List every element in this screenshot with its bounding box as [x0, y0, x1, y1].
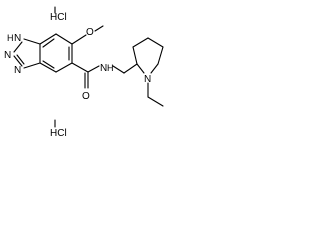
bond	[39, 62, 57, 73]
bond	[157, 46, 164, 65]
bond	[147, 96, 164, 107]
bond	[71, 62, 89, 73]
bond-double	[42, 38, 55, 48]
bond	[13, 55, 23, 67]
salt-label-bottom: HCl	[50, 128, 67, 139]
atom-h-on-n: H	[7, 33, 14, 43]
atom-n-ring: N	[144, 74, 151, 85]
bond	[23, 38, 41, 45]
bond	[13, 41, 23, 53]
bond	[147, 37, 164, 48]
salt-label-top: HCl	[50, 12, 67, 23]
atom-o-carbonyl: O	[82, 91, 90, 102]
atom-n-amide: N	[100, 63, 107, 74]
bond-lines	[13, 6, 164, 128]
atom-o-methoxy: O	[86, 27, 94, 38]
bond	[16, 54, 25, 65]
bond	[39, 33, 57, 45]
molecule-diagram: HCl HCl H N N N O O N H N	[4, 6, 164, 139]
atom-n-lower: N	[14, 65, 21, 76]
bond	[23, 62, 41, 69]
bond	[132, 46, 138, 65]
bond-double	[42, 60, 55, 69]
bond	[87, 65, 100, 73]
atom-h-amide: H	[107, 63, 114, 73]
bond	[136, 63, 145, 74]
bond	[112, 65, 125, 74]
atom-n-mid: N	[4, 50, 11, 61]
bond	[71, 34, 87, 45]
bond	[123, 63, 138, 74]
bond	[132, 37, 149, 48]
atom-n-h: N	[14, 33, 21, 44]
bond	[55, 33, 73, 45]
bond	[94, 25, 104, 32]
bond	[55, 62, 73, 73]
bond	[150, 63, 159, 74]
